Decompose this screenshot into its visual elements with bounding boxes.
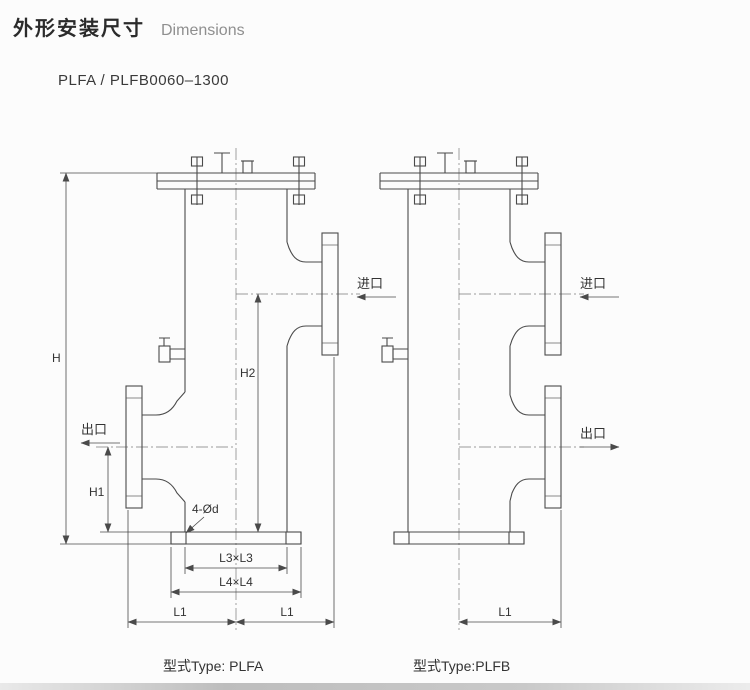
plfb-top-flange	[379, 152, 539, 205]
plfa-dim-l1-right-label: L1	[280, 605, 294, 619]
plfa-dim-l1-left-label: L1	[173, 605, 187, 619]
plfb-inlet-flange	[544, 232, 562, 356]
plfa-dim-h-label: H	[52, 351, 61, 365]
plfb-outlet-flange	[544, 385, 562, 509]
plfa-foot-right	[285, 531, 302, 545]
plfa-top-plug	[241, 160, 254, 174]
plfb-vent-cock	[437, 152, 453, 173]
page-title-english: Dimensions	[161, 22, 245, 39]
plfa-drain-valve	[158, 337, 185, 363]
plfa-dim-l4-label: L4×L4	[219, 575, 253, 589]
plfa-outlet-label: 出口	[81, 422, 107, 437]
caption-type-plfb: 型式Type:PLFB	[413, 658, 511, 674]
plfa-flange-bolt-right	[292, 156, 306, 205]
model-range: PLFA / PLFB0060–1300	[58, 72, 229, 89]
plfa-flange-bolt-left	[190, 156, 204, 205]
plfa-top-flange	[156, 152, 316, 205]
plfb-dim-l1-label: L1	[498, 605, 512, 619]
plfb-foot-right	[508, 531, 525, 545]
plfb-outlet-nozzle	[509, 385, 562, 509]
plfb-base	[393, 531, 525, 545]
plfb-top-plug	[464, 160, 477, 174]
page-title-chinese: 外形安装尺寸	[13, 18, 145, 40]
plfa-bolt-holes-label: 4-Ød	[192, 502, 219, 516]
plfb-flange-bolt-left	[413, 156, 427, 205]
plfa-vent-cock	[214, 152, 230, 173]
plfa-inlet-flange	[321, 232, 339, 356]
plfa-dim-l3-label: L3×L3	[219, 551, 253, 565]
plfa-inlet-nozzle	[286, 232, 339, 356]
plfb-inlet-label: 进口	[580, 276, 606, 291]
plfa-bolt-holes-callout: 4-Ød	[185, 502, 219, 534]
plfb-inlet-nozzle	[509, 232, 562, 356]
caption-type-plfa: 型式Type: PLFA	[163, 658, 264, 674]
plfa-dim-h1: H1	[89, 446, 171, 533]
plfb-dim-l1: L1	[458, 510, 562, 628]
plfb-vessel-body	[407, 189, 511, 532]
plfa-outlet-nozzle	[125, 385, 186, 509]
plfa-inlet-label: 进口	[357, 276, 383, 291]
plfa-dim-h2: H2	[240, 293, 262, 533]
plfb-foot-left	[393, 531, 410, 545]
plfa-outlet-flange	[125, 385, 143, 509]
plfa-dim-h: H	[52, 172, 171, 545]
plfa-dim-h2-label: H2	[240, 366, 256, 380]
plfa-dim-l1-pair: L1 L1	[127, 357, 335, 628]
plfb-outlet-label: 出口	[580, 426, 606, 441]
plfb-flange-bolt-right	[515, 156, 529, 205]
plfa-vessel-body	[184, 189, 288, 532]
plfa-base	[170, 531, 302, 545]
plfb-drain-valve	[381, 337, 408, 363]
plfa-dim-h1-label: H1	[89, 485, 105, 499]
page-header: 外形安装尺寸 Dimensions	[13, 12, 245, 41]
plfa-dim-l3: L3×L3	[184, 547, 288, 574]
plfa-dim-l4: L4×L4	[170, 547, 302, 598]
plfa-drawing: 进口 出口 H H2 H1	[52, 148, 396, 630]
page-bottom-edge	[0, 683, 750, 690]
plfb-drawing: 进口 出口 L1	[379, 148, 620, 630]
plfa-foot-left	[170, 531, 187, 545]
